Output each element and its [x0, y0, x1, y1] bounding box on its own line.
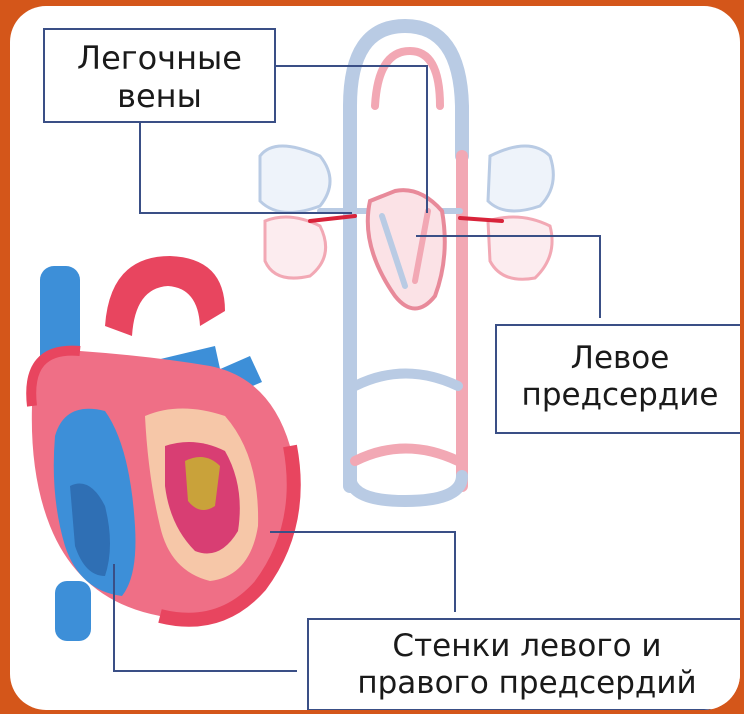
label-atrial-walls: Стенки левого и правого предсердий: [307, 618, 740, 710]
label-pulmonary-veins-line2: вены: [45, 78, 274, 116]
label-pulmonary-veins-line1: Легочные: [45, 40, 274, 78]
label-left-atrium-line1: Левое: [497, 340, 740, 377]
label-pulmonary-veins: Легочные вены: [43, 28, 276, 123]
slide-frame: Легочные вены Левое предсердие Стенки ле…: [10, 6, 740, 710]
heart-illustration: [31, 256, 294, 641]
label-atrial-walls-line2: правого предсердий: [309, 665, 740, 702]
label-atrial-walls-line1: Стенки левого и: [309, 628, 740, 665]
leader-line-atrial-walls: [270, 532, 455, 612]
label-left-atrium: Левое предсердие: [495, 324, 740, 434]
label-left-atrium-line2: предсердие: [497, 377, 740, 414]
